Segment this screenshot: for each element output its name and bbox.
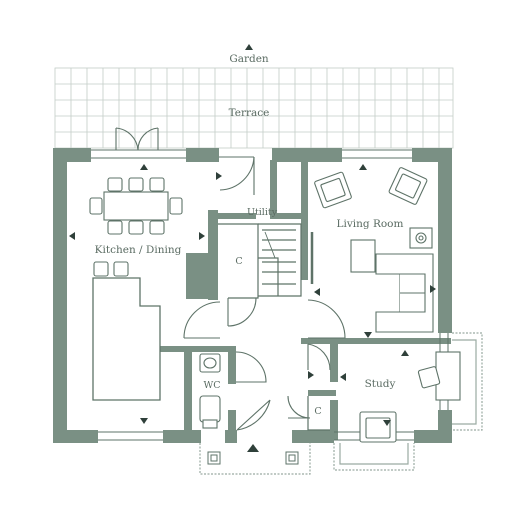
arrow-kitchen-left xyxy=(69,232,75,240)
label-study: Study xyxy=(365,378,396,390)
internal-lines xyxy=(91,149,483,475)
arrow-living-left xyxy=(314,288,320,296)
label-terrace: Terrace xyxy=(229,107,270,119)
label-utility: Utility xyxy=(247,207,278,218)
terrace-paving xyxy=(54,67,454,149)
arrow-living-top xyxy=(359,164,367,170)
view-arrows xyxy=(69,44,436,452)
wc-fixtures xyxy=(199,353,221,429)
label-kitchen-dining: Kitchen / Dining xyxy=(95,244,182,256)
arrow-living-right xyxy=(430,285,436,293)
label-living-room: Living Room xyxy=(337,218,404,230)
walls xyxy=(53,148,452,443)
label-cupboard-hall: C xyxy=(314,406,321,417)
arrow-kitchen-bottom xyxy=(140,418,148,424)
arrow-hall-right xyxy=(308,371,314,379)
doors xyxy=(115,127,346,431)
living-room-furniture xyxy=(314,167,434,333)
arrow-study-left xyxy=(340,373,346,381)
arrow-utility xyxy=(216,172,222,180)
arrow-study-top xyxy=(401,350,409,356)
label-garden: Garden xyxy=(229,53,269,65)
arrow-kitchen-top xyxy=(140,164,148,170)
study-furniture xyxy=(359,351,461,443)
dining-table xyxy=(89,177,183,277)
arrow-living-bottom xyxy=(364,332,372,338)
label-wc: WC xyxy=(203,380,220,391)
arrow-kitchen-right xyxy=(199,232,205,240)
arrow-entrance xyxy=(247,444,259,452)
arrow-study-bottom xyxy=(383,420,391,426)
label-cupboard-inner: C xyxy=(235,256,242,267)
arrow-garden xyxy=(245,44,253,50)
porch-planters xyxy=(207,451,299,465)
